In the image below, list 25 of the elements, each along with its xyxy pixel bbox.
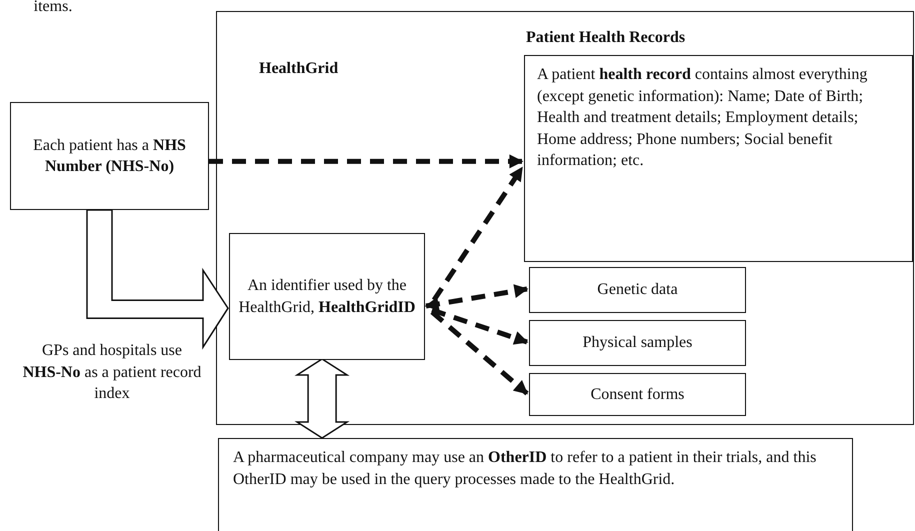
dashed-arrow	[431, 308, 528, 345]
dashed-arrow	[424, 284, 528, 311]
box-text: Physical samples	[582, 333, 694, 354]
process-box	[529, 320, 746, 366]
process-box	[229, 233, 425, 360]
dashed-arrow	[432, 166, 524, 302]
box-text: Consent forms	[590, 384, 686, 405]
box-text: A patient health record contains almost everything (except genetic information): Name; Date of Birth; Health and treatment details; Employment details; Home address; Phone numbers; Social benefit information; etc.	[537, 65, 868, 171]
section-heading: Patient Health Records	[526, 29, 686, 47]
container-box	[216, 11, 914, 425]
text-fragment: items.	[32, 0, 74, 17]
note-box	[218, 438, 853, 531]
box-text: An identifier used by the HealthGrid, HealthGridID	[238, 276, 416, 318]
box-text: Each patient has a NHS Number (NHS-No)	[32, 136, 187, 177]
hollow-arrow	[294, 358, 350, 439]
box-text: A pharmaceutical company may use an OtherID to refer to a patient in their trials, and this OtherID may be used in the query processes made to the HealthGrid.	[232, 448, 818, 490]
process-box	[10, 102, 209, 210]
dashed-arrow	[209, 154, 524, 168]
hollow-arrow	[86, 209, 229, 350]
process-box	[529, 267, 746, 313]
dashed-arrow	[430, 310, 529, 396]
process-box	[529, 373, 746, 416]
annotation-text: GPs and hospitals use NHS-No as a patient record index	[22, 341, 202, 404]
box-text: Genetic data	[596, 280, 679, 300]
container-title: HealthGrid	[259, 60, 338, 78]
